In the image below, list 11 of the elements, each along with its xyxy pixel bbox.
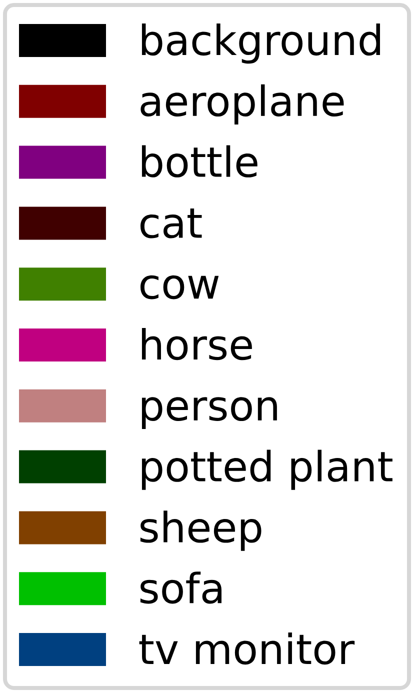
legend-label: background <box>142 23 380 64</box>
legend-label: sofa <box>140 572 222 604</box>
legend-label: cat <box>140 208 202 238</box>
legend-label: person <box>142 397 277 430</box>
legend-label: aeroplane <box>140 84 344 125</box>
legend-label: cow <box>140 275 219 300</box>
legend-label: horse <box>142 328 252 360</box>
legend-label: tv monitor <box>139 632 355 665</box>
legend-label: bottle <box>142 145 258 178</box>
legend-label: sheep <box>140 510 262 551</box>
legend-label: potted plant <box>142 450 392 490</box>
